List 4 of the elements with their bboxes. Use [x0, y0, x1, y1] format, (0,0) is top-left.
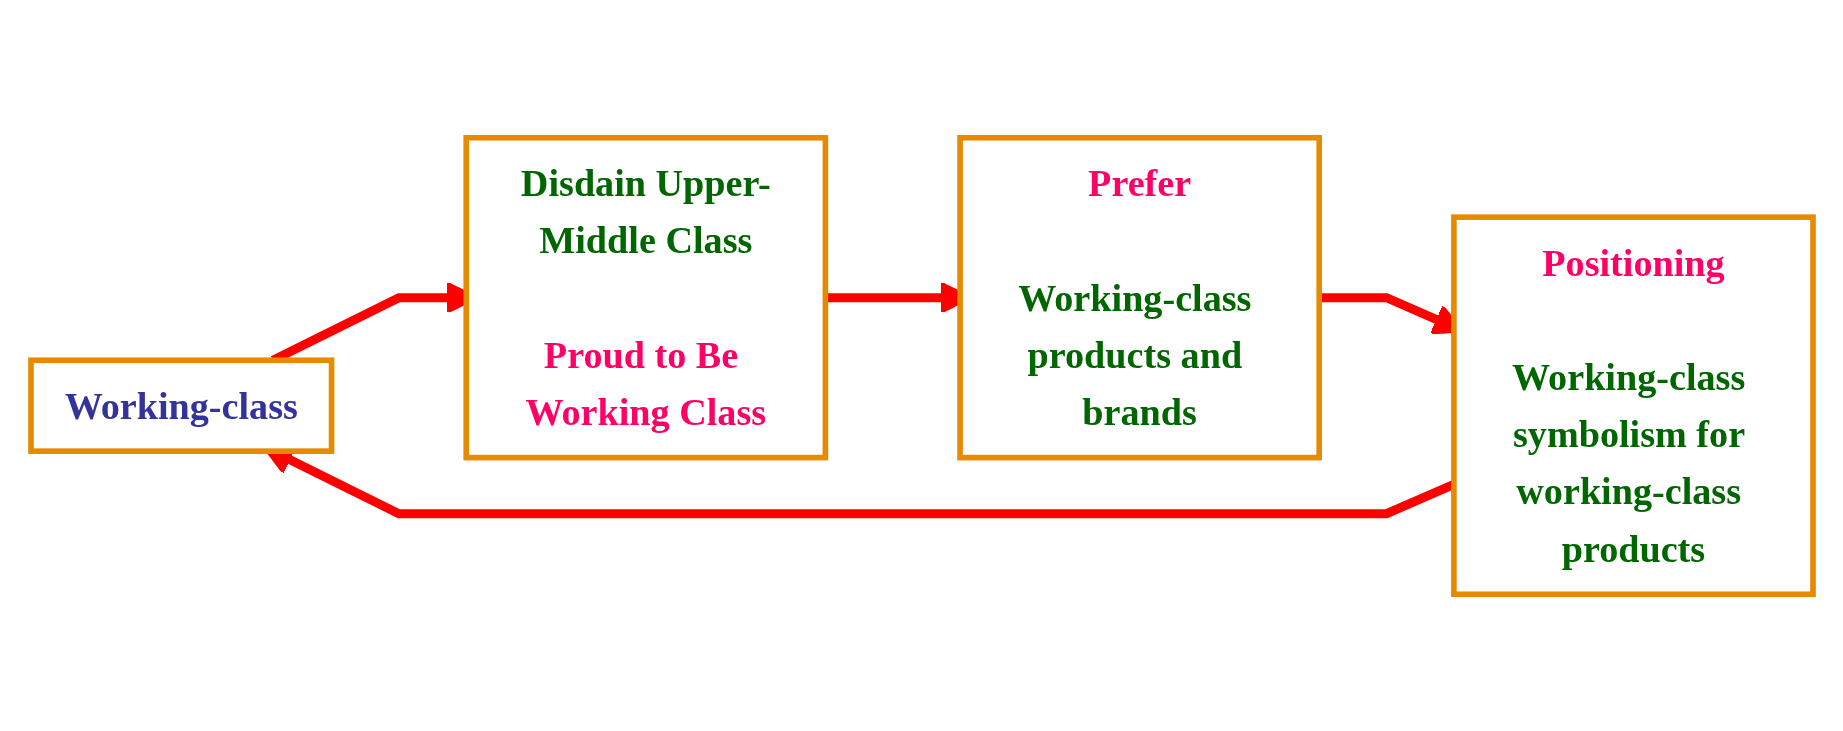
node-box: Prefer Working-class products and brands — [956, 134, 1322, 460]
node-box: Disdain Upper-Middle Class Proud to Be Working Class — [462, 134, 828, 460]
node-box: Positioning Working-class symbolism for working-class products — [1450, 213, 1816, 597]
node-box: Working-class — [27, 356, 334, 454]
